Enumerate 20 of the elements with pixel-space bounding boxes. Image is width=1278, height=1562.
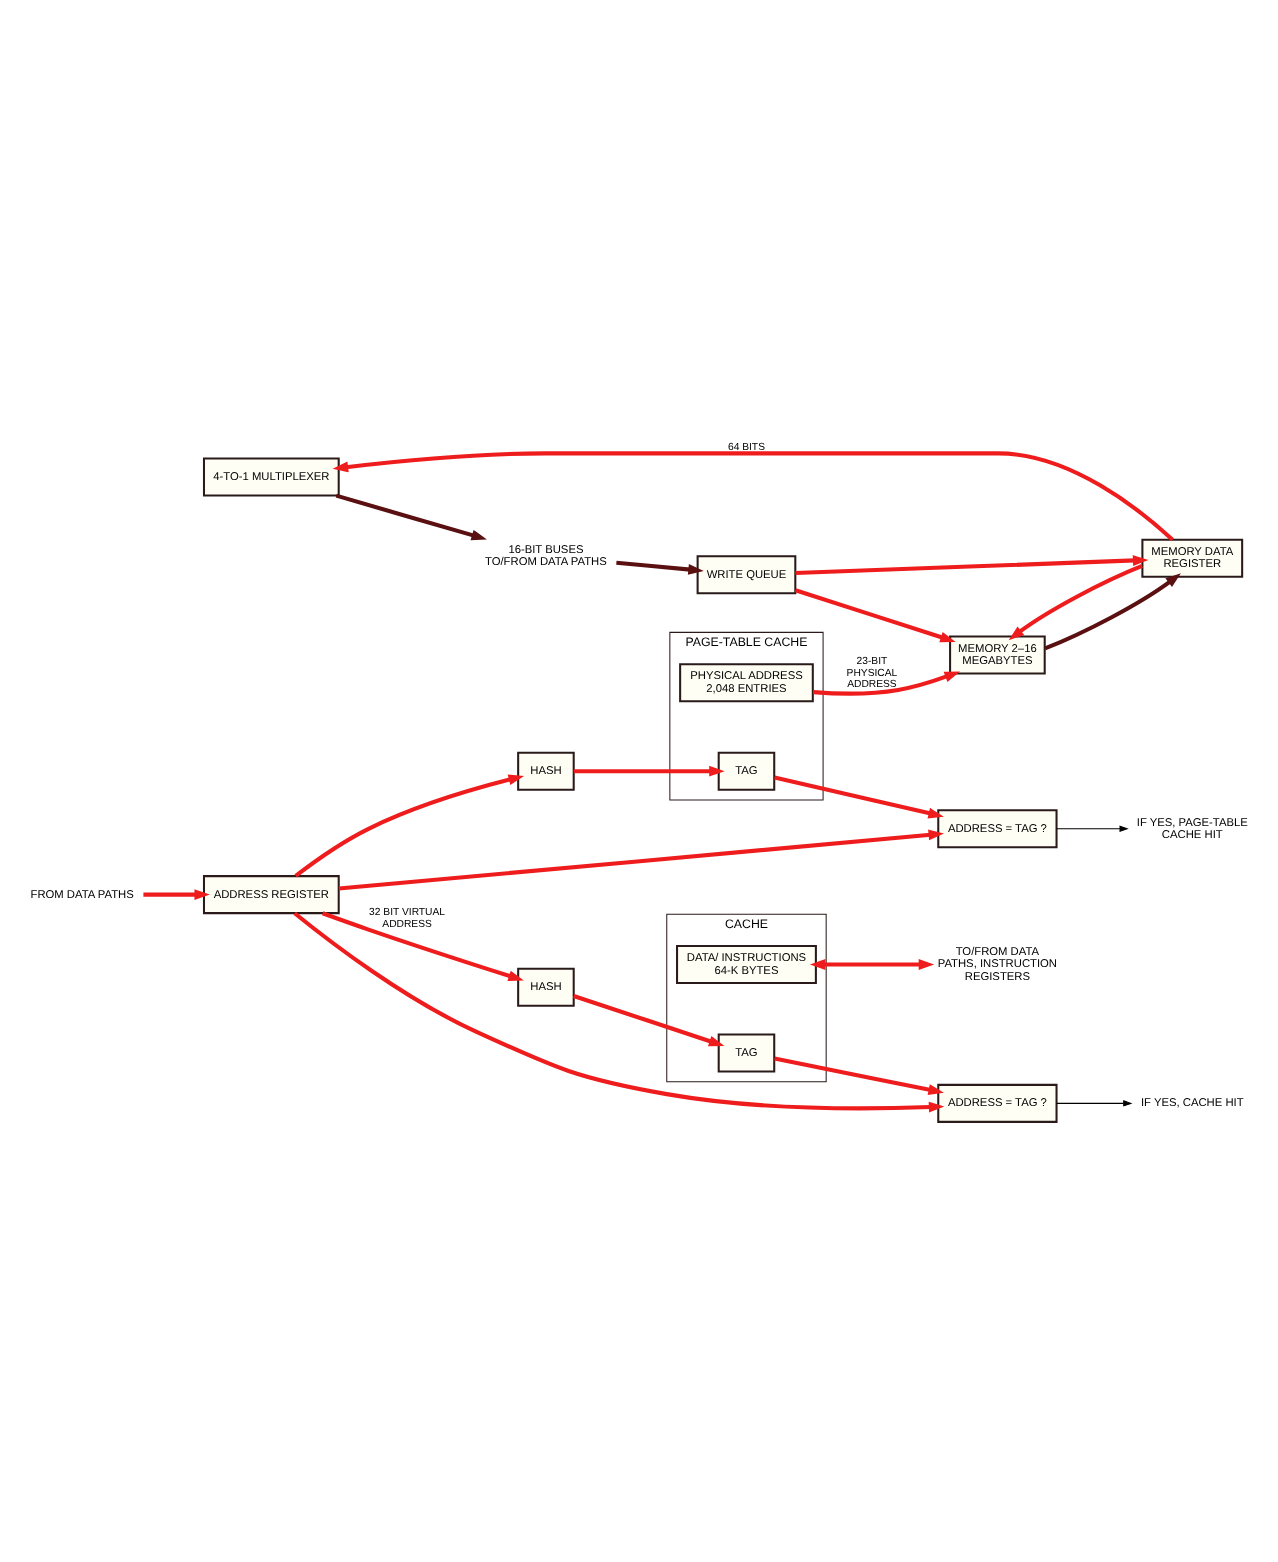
arrow [1056, 824, 1129, 832]
arrow [293, 910, 945, 1112]
arrow [774, 1055, 944, 1094]
arrow [573, 993, 725, 1046]
arrow [335, 492, 487, 540]
arrow [809, 958, 935, 969]
arrow [1056, 1099, 1133, 1106]
arrow [143, 888, 210, 900]
arrow [332, 450, 1174, 541]
arrow [321, 910, 524, 981]
arrow [1044, 572, 1181, 650]
arrow [774, 774, 944, 818]
arrow [338, 828, 944, 890]
arrow [813, 670, 960, 695]
arrow [794, 587, 956, 642]
arrow [573, 764, 725, 776]
arrow [616, 559, 704, 574]
arrow [1008, 563, 1143, 640]
arrow [795, 554, 1149, 575]
arrow [294, 773, 525, 877]
